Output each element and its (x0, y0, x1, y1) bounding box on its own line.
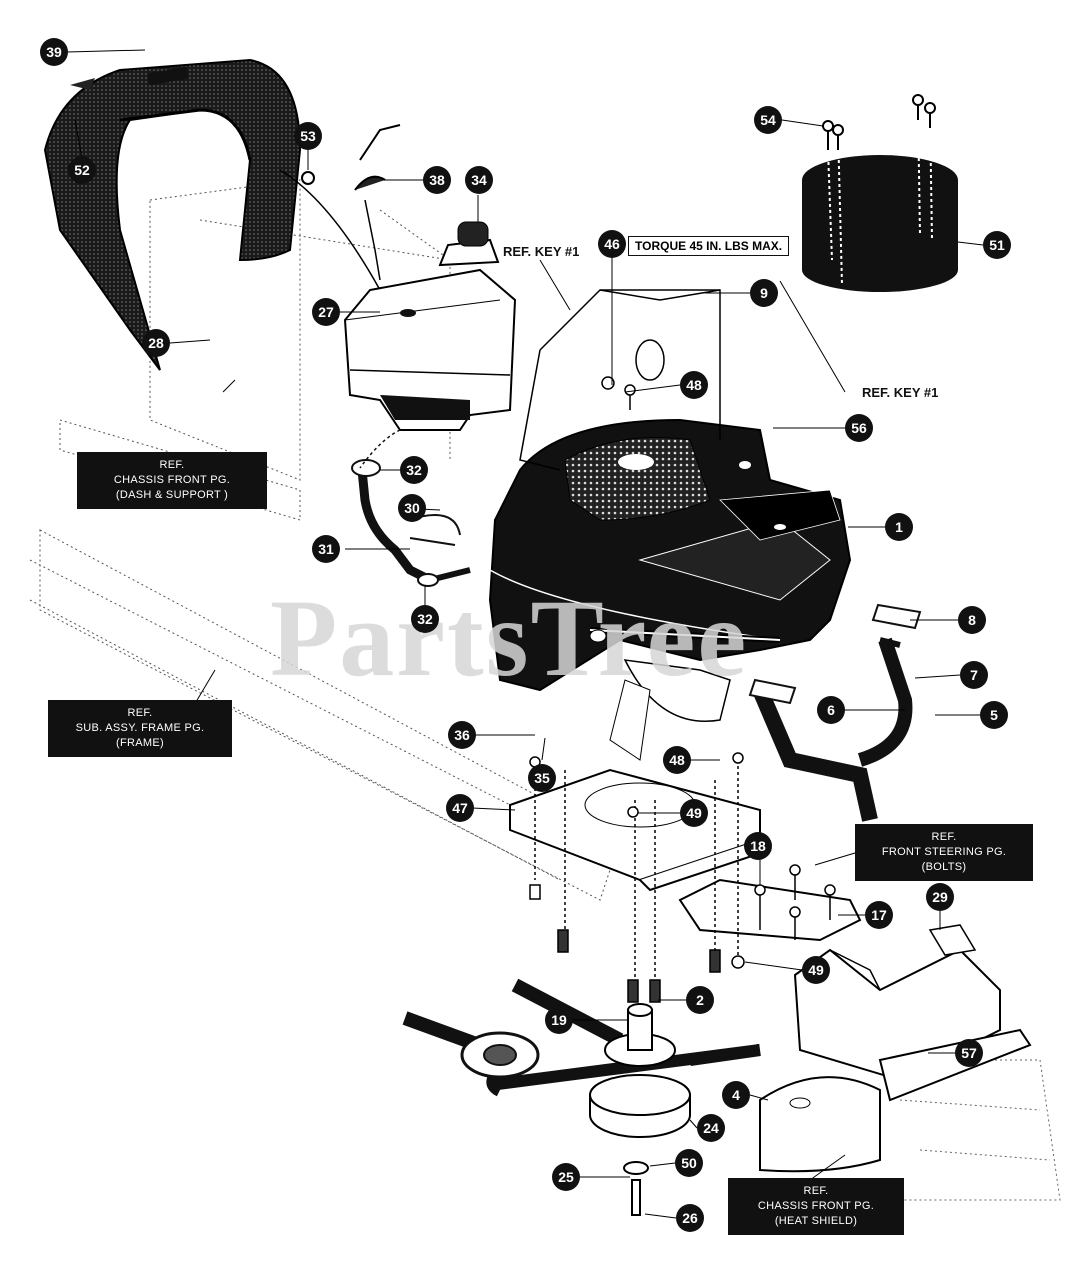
ref-box-line: (FRAME) (116, 737, 164, 749)
ref-box-line: (BOLTS) (921, 861, 967, 873)
callout-57[interactable]: 57 (955, 1039, 983, 1067)
callout-47[interactable]: 47 (446, 794, 474, 822)
callout-7[interactable]: 7 (960, 661, 988, 689)
pulleys (589, 1003, 691, 1216)
ref-box-line: SUB. ASSY. FRAME PG. (75, 722, 205, 734)
air-cleaner (802, 109, 958, 292)
ref-box-line: REF. (931, 831, 957, 843)
callout-38[interactable]: 38 (423, 166, 451, 194)
callout-34[interactable]: 34 (465, 166, 493, 194)
callout-35[interactable]: 35 (528, 764, 556, 792)
throttle-control (279, 124, 421, 321)
ref-box-line: (HEAT SHIELD) (774, 1215, 858, 1227)
callout-32-bottom[interactable]: 32 (411, 605, 439, 633)
fuel-tank (343, 221, 517, 431)
ref-box-line: REF. (159, 459, 185, 471)
plate-bolts (529, 760, 745, 1003)
callout-27[interactable]: 27 (312, 298, 340, 326)
ref-key-note-right: REF. KEY #1 (862, 385, 939, 400)
callout-50[interactable]: 50 (675, 1149, 703, 1177)
callout-6[interactable]: 6 (817, 696, 845, 724)
callout-18[interactable]: 18 (744, 832, 772, 860)
ref-box-line: REF. (803, 1185, 829, 1197)
ref-box-line: REF. (127, 707, 153, 719)
exhaust-pipe (748, 603, 922, 822)
callout-29[interactable]: 29 (926, 883, 954, 911)
ref-key-note-top: REF. KEY #1 (503, 244, 580, 259)
ref-box-line: CHASSIS FRONT PG. (757, 1200, 875, 1212)
callout-9[interactable]: 9 (750, 279, 778, 307)
dash-cover (43, 58, 302, 371)
callout-36[interactable]: 36 (448, 721, 476, 749)
ref-box-line: CHASSIS FRONT PG. (113, 474, 231, 486)
callout-26[interactable]: 26 (676, 1204, 704, 1232)
callout-28[interactable]: 28 (142, 329, 170, 357)
callout-24[interactable]: 24 (697, 1114, 725, 1142)
ref-box-line: FRONT STEERING PG. (881, 846, 1007, 858)
callout-53[interactable]: 53 (294, 122, 322, 150)
heat-shield (793, 924, 1032, 1102)
watermark: PartsTree (270, 577, 749, 699)
callout-30[interactable]: 30 (398, 494, 426, 522)
callout-49-top[interactable]: 49 (680, 799, 708, 827)
callout-19[interactable]: 19 (545, 1006, 573, 1034)
callout-51[interactable]: 51 (983, 231, 1011, 259)
ref-box-chassis-heat: REF. CHASSIS FRONT PG. (HEAT SHIELD) (728, 1178, 904, 1235)
callout-48-top[interactable]: 48 (680, 371, 708, 399)
ref-box-sub-frame: REF. SUB. ASSY. FRAME PG. (FRAME) (48, 700, 232, 757)
ref-box-line: (DASH & SUPPORT ) (115, 489, 229, 501)
callout-25[interactable]: 25 (552, 1163, 580, 1191)
callout-17[interactable]: 17 (865, 901, 893, 929)
blower-housing (519, 289, 721, 471)
ref-box-front-steering: REF. FRONT STEERING PG. (BOLTS) (855, 824, 1033, 881)
callout-54[interactable]: 54 (754, 106, 782, 134)
callout-56[interactable]: 56 (845, 414, 873, 442)
ref-box-chassis-dash: REF. CHASSIS FRONT PG. (DASH & SUPPORT ) (77, 452, 267, 509)
callout-1[interactable]: 1 (885, 513, 913, 541)
callout-39[interactable]: 39 (40, 38, 68, 66)
callout-8[interactable]: 8 (958, 606, 986, 634)
bolts-54 (822, 94, 936, 150)
callout-49-bottom[interactable]: 49 (802, 956, 830, 984)
torque-note: TORQUE 45 IN. LBS MAX. (628, 236, 790, 256)
callout-32-top[interactable]: 32 (400, 456, 428, 484)
callout-2[interactable]: 2 (686, 986, 714, 1014)
callout-48-bottom[interactable]: 48 (663, 746, 691, 774)
bracket (678, 878, 862, 942)
callout-5[interactable]: 5 (980, 701, 1008, 729)
callout-4[interactable]: 4 (722, 1081, 750, 1109)
callout-52[interactable]: 52 (68, 156, 96, 184)
engine (488, 418, 852, 761)
callout-46[interactable]: 46 (598, 230, 626, 258)
callout-31[interactable]: 31 (312, 535, 340, 563)
muffler (759, 1076, 881, 1173)
